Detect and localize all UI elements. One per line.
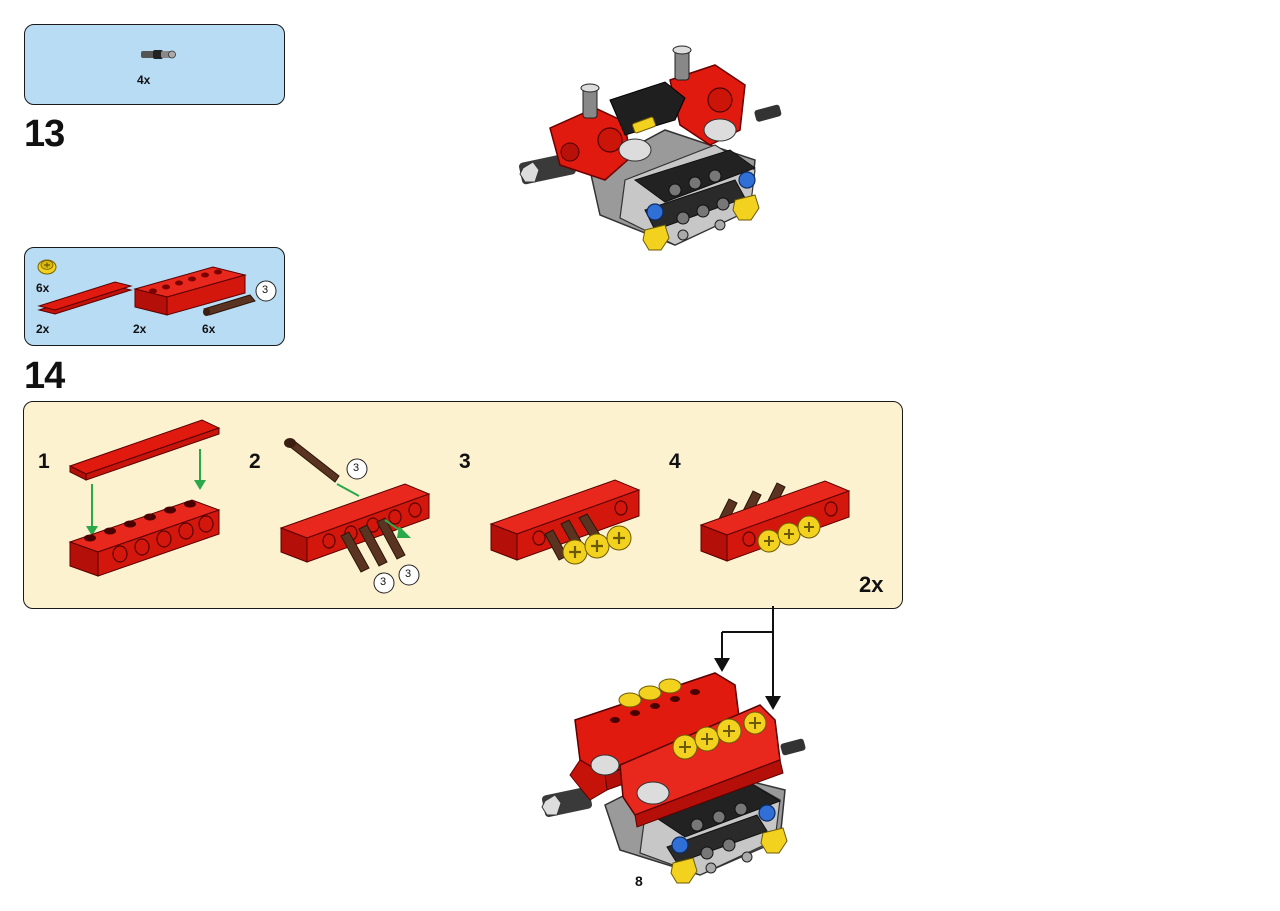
length-callout	[398, 564, 420, 586]
part-qty: 2x	[133, 322, 147, 336]
substep-panel: 1 2 3 4	[23, 401, 903, 609]
part-qty: 2x	[36, 322, 50, 336]
axle-length-label: 3	[405, 568, 412, 580]
substep-1-illustration	[68, 419, 221, 577]
round-plate-yellow-icon	[37, 259, 57, 275]
axle-length-label: 3	[380, 576, 387, 588]
substep-label-3: 3	[459, 450, 471, 473]
part-qty: 6x	[36, 281, 50, 295]
axle-length-label: 3	[353, 462, 360, 474]
substep-2-illustration	[279, 438, 431, 573]
step-number-14: 14	[24, 355, 65, 397]
part-qty: 6x	[202, 322, 216, 336]
connector-axle-pin-icon	[141, 50, 176, 59]
substep-3-illustration	[489, 479, 641, 565]
length-callout	[373, 572, 395, 594]
length-callout	[255, 280, 277, 302]
substep-label-2: 2	[249, 450, 261, 473]
parts-list-step-13: 4x	[24, 24, 285, 105]
engine-assembly-step-13-illustration	[519, 45, 782, 251]
page-number: 8	[635, 873, 643, 889]
substep-label-1: 1	[38, 450, 50, 473]
substep-label-4: 4	[669, 450, 681, 473]
red-technic-brick-icon	[133, 266, 247, 316]
substep-4-illustration	[699, 480, 851, 562]
placement-arrows	[714, 606, 781, 710]
brown-axle-icon	[203, 294, 256, 316]
quantity-multiplier: 2x	[859, 572, 884, 597]
step-number-13: 13	[24, 113, 65, 155]
part-qty: 4x	[137, 73, 151, 87]
red-plate-icon	[37, 281, 133, 315]
engine-assembly-step-14-illustration	[541, 672, 806, 884]
parts-list-step-14: 6x 2x 2x 3 6x	[24, 247, 285, 346]
axle-length-label: 3	[262, 284, 269, 296]
length-callout	[346, 458, 368, 480]
